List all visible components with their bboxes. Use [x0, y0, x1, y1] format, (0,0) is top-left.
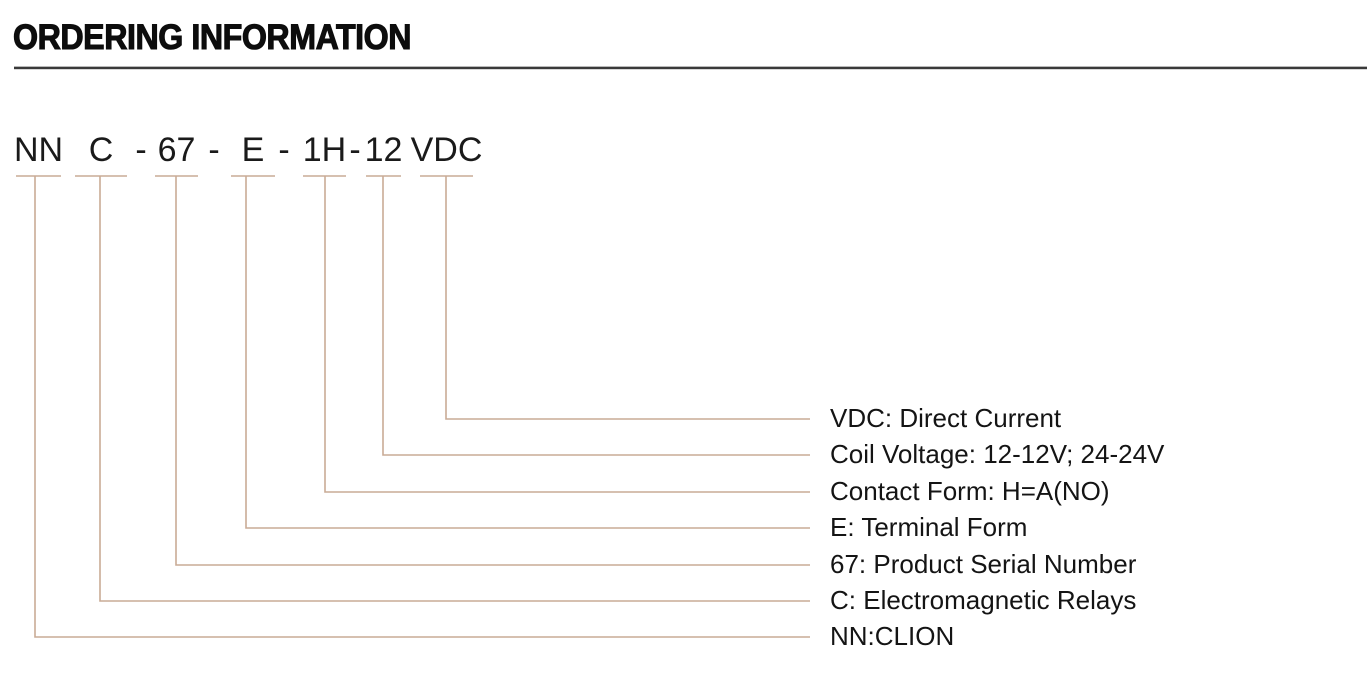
callout-brand: NN:CLION: [830, 621, 955, 651]
callout-coil-voltage: Coil Voltage: 12-12V; 24-24V: [830, 439, 1165, 469]
part-number-segment-nn: NN: [13, 131, 64, 169]
callout-contact-form: Contact Form: H=A(NO): [830, 476, 1110, 506]
leader-line-nn: [34, 176, 810, 638]
leader-line-e: [245, 176, 810, 529]
part-number-segment-67: 67: [157, 131, 196, 169]
leader-line-12: [382, 176, 810, 456]
leader-line-67: [175, 176, 810, 566]
part-number-segment-12: 12: [364, 131, 403, 169]
part-number-dash-1: -: [135, 131, 147, 169]
title-divider: [14, 66, 1367, 70]
leader-line-vdc: [445, 176, 810, 420]
part-number-segment-vdc: VDC: [410, 131, 483, 169]
part-number-dash-3: -: [278, 131, 290, 169]
part-number-dash-4: -: [349, 131, 361, 169]
callout-terminal-form: E: Terminal Form: [830, 512, 1028, 542]
callout-relay-type: C: Electromagnetic Relays: [830, 585, 1137, 615]
leader-line-c: [99, 176, 810, 602]
part-number-segment-c: C: [88, 131, 114, 169]
part-number-segment-e: E: [241, 131, 265, 169]
page-title: ORDERING INFORMATION: [12, 18, 412, 57]
part-number-segment-1h: 1H: [302, 131, 347, 169]
leader-line-1h: [324, 176, 810, 493]
callout-serial-number: 67: Product Serial Number: [830, 549, 1137, 579]
callout-vdc: VDC: Direct Current: [830, 403, 1062, 433]
part-number-dash-2: -: [208, 131, 220, 169]
